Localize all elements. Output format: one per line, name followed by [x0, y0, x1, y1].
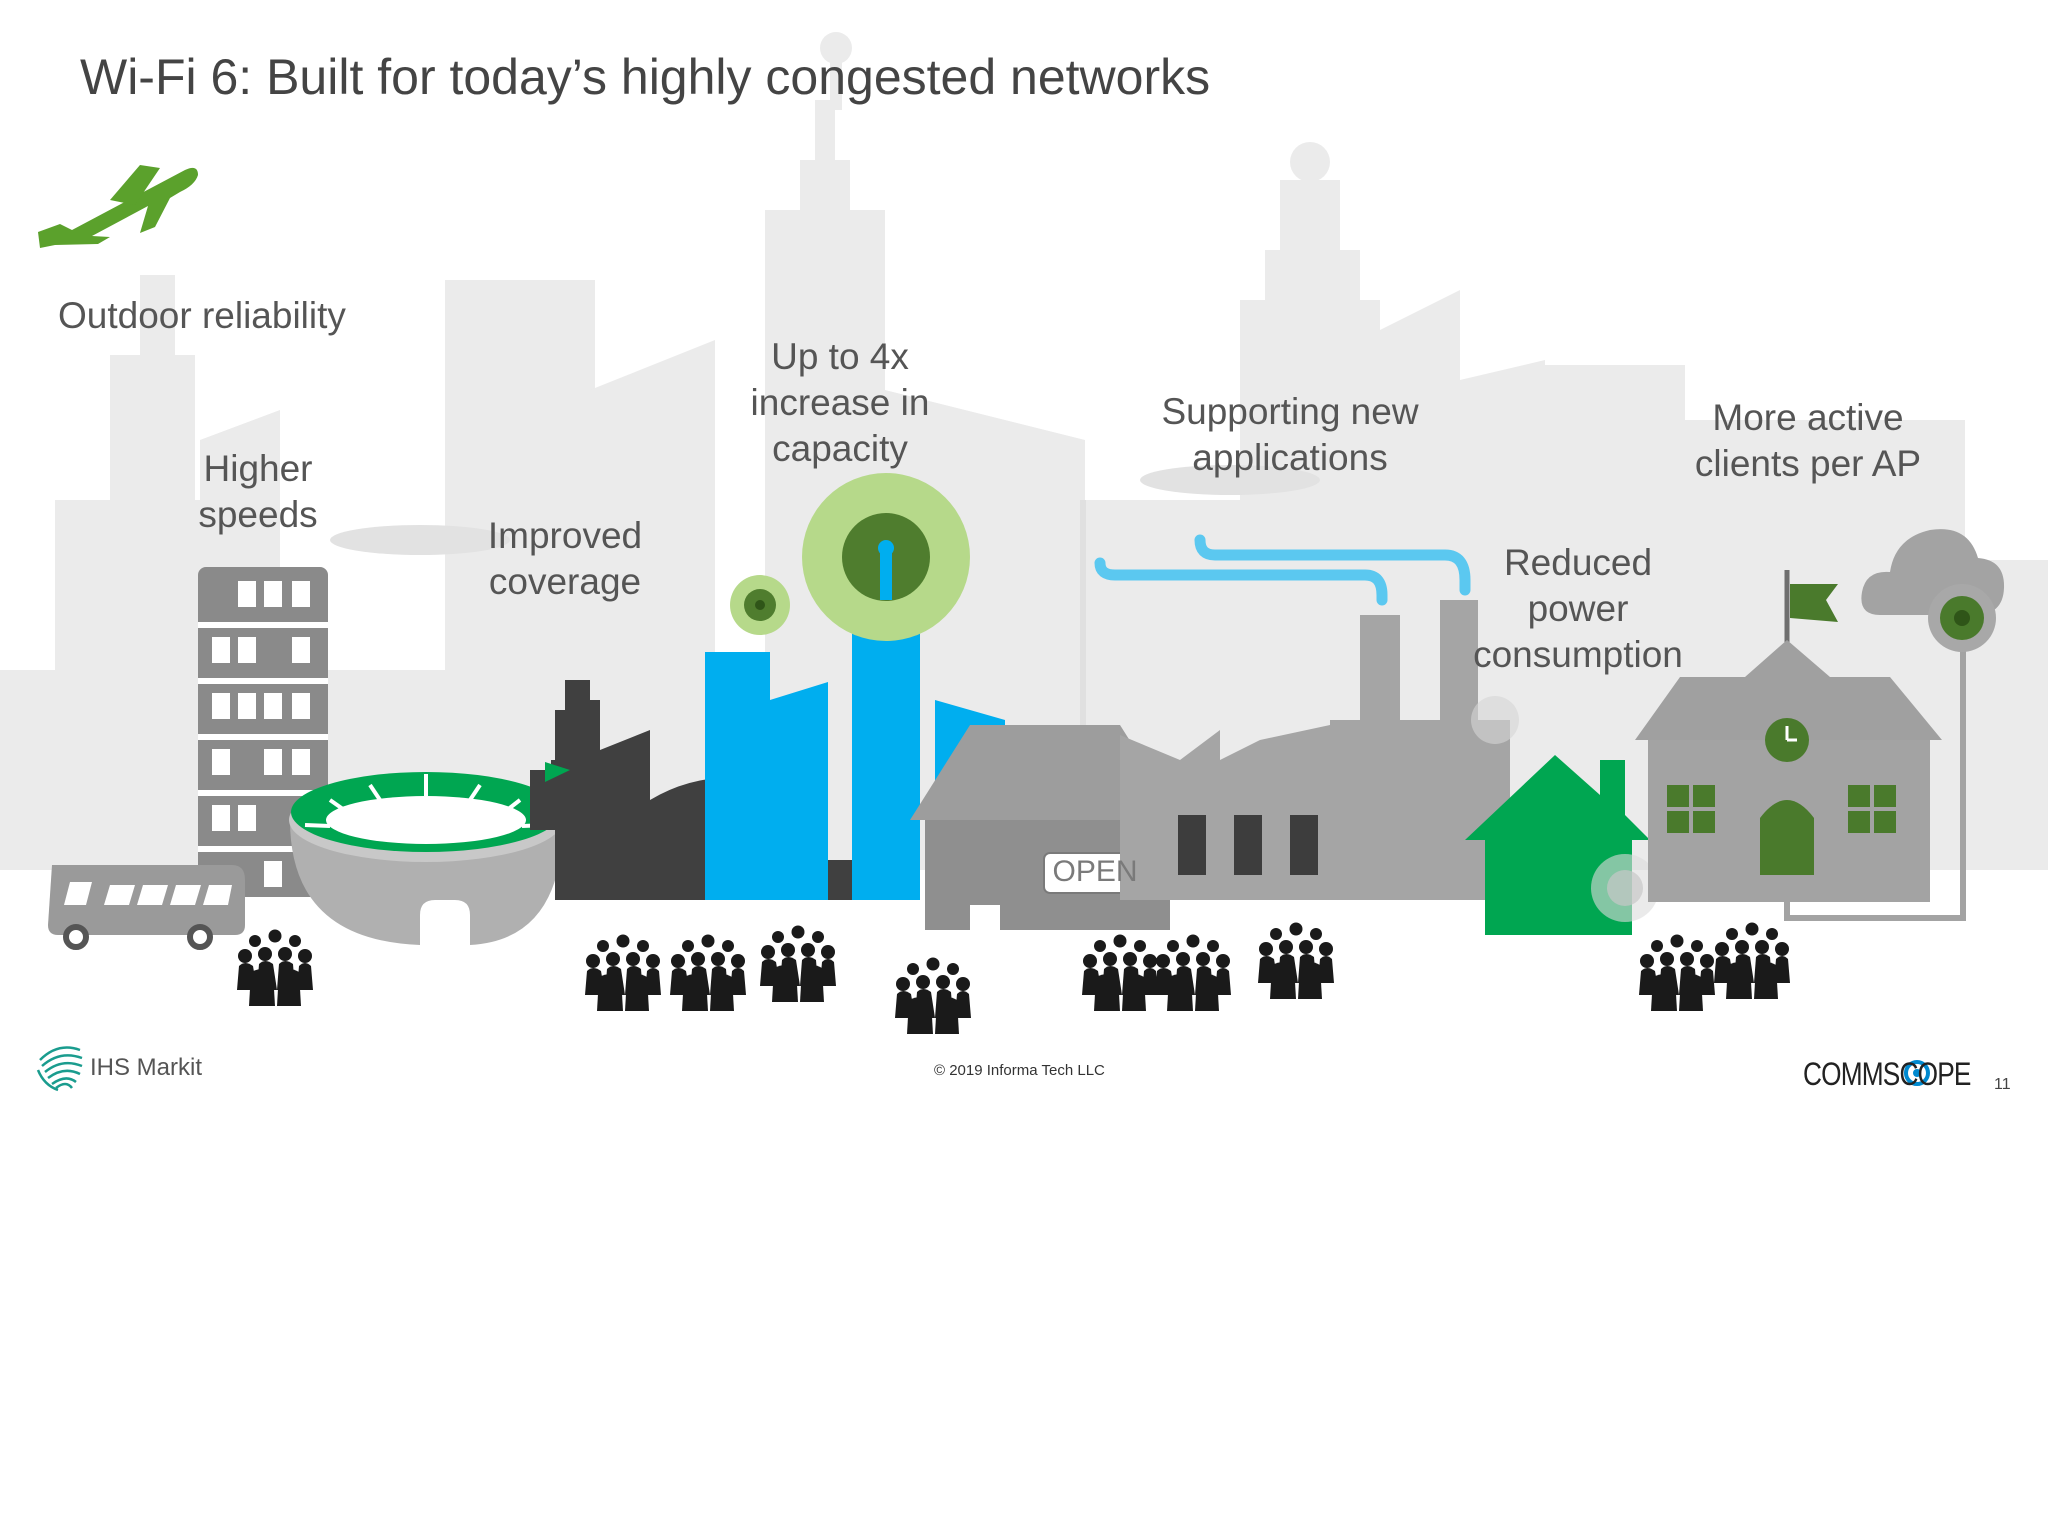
crowd-icon: [1639, 934, 1715, 1011]
label-text: Higher: [203, 448, 313, 489]
label-new-applications: Supporting new applications: [1140, 389, 1440, 481]
copyright-text: © 2019 Informa Tech LLC: [934, 1062, 1105, 1079]
crowd-icon: [760, 925, 836, 1002]
commscope-logo-text: COMMSCOPE: [1803, 1056, 1971, 1092]
crowd-icon: [237, 929, 313, 1006]
crowd-icon: [895, 957, 971, 1034]
label-text: applications: [1192, 437, 1388, 478]
store-open-sign: OPEN: [1052, 855, 1138, 888]
label-text: Outdoor reliability: [58, 295, 346, 336]
label-text: Supporting new: [1161, 391, 1419, 432]
label-text: power: [1527, 588, 1629, 629]
label-text: clients per AP: [1694, 443, 1922, 484]
signal-ring-icon: [730, 473, 970, 641]
label-outdoor-reliability: Outdoor reliability: [58, 293, 346, 339]
stadium-icon: [289, 772, 563, 945]
label-text: Reduced: [1503, 542, 1653, 583]
green-flag-icon: [545, 762, 570, 782]
crowd-icons: [237, 922, 1790, 1034]
label-text: increase in: [750, 382, 930, 423]
label-active-clients: More active clients per AP: [1668, 395, 1948, 487]
label-text: Improved: [487, 515, 643, 556]
page-number: 11: [1994, 1076, 2011, 1093]
label-text: More active: [1712, 397, 1904, 438]
label-higher-speeds: Higher speeds: [158, 446, 358, 538]
crowd-icon: [1258, 922, 1334, 999]
factory-icon: [1120, 600, 1510, 900]
crowd-icon: [670, 934, 746, 1011]
commscope-logo-icon: [1904, 1060, 1930, 1086]
label-reduced-power: Reduced power consumption: [1458, 540, 1698, 678]
crowd-icon: [1155, 934, 1231, 1011]
label-improved-coverage: Improved coverage: [455, 513, 675, 605]
airplane-icon: [38, 165, 198, 248]
label-capacity: Up to 4x increase in capacity: [720, 334, 960, 472]
label-text: speeds: [198, 494, 318, 535]
ihs-markit-logo-text: IHS Markit: [90, 1054, 203, 1081]
school-icon: [1635, 570, 1966, 921]
bus-icon: [48, 865, 245, 950]
home-icon: [1465, 696, 1659, 935]
label-text: consumption: [1473, 634, 1683, 675]
crowd-icon: [1082, 934, 1158, 1011]
label-text: Up to 4x: [771, 336, 909, 377]
crowd-icon: [585, 934, 661, 1011]
store-icon: [910, 725, 1180, 930]
pipe-lines: [1094, 534, 1471, 606]
cloud-icon: [1861, 529, 2005, 652]
ihs-markit-logo-icon: [36, 1046, 83, 1092]
crowd-icon: [1714, 922, 1790, 999]
label-text: capacity: [772, 428, 908, 469]
label-text: coverage: [488, 561, 642, 602]
page-title: Wi-Fi 6: Built for today’s highly conges…: [80, 49, 1211, 105]
